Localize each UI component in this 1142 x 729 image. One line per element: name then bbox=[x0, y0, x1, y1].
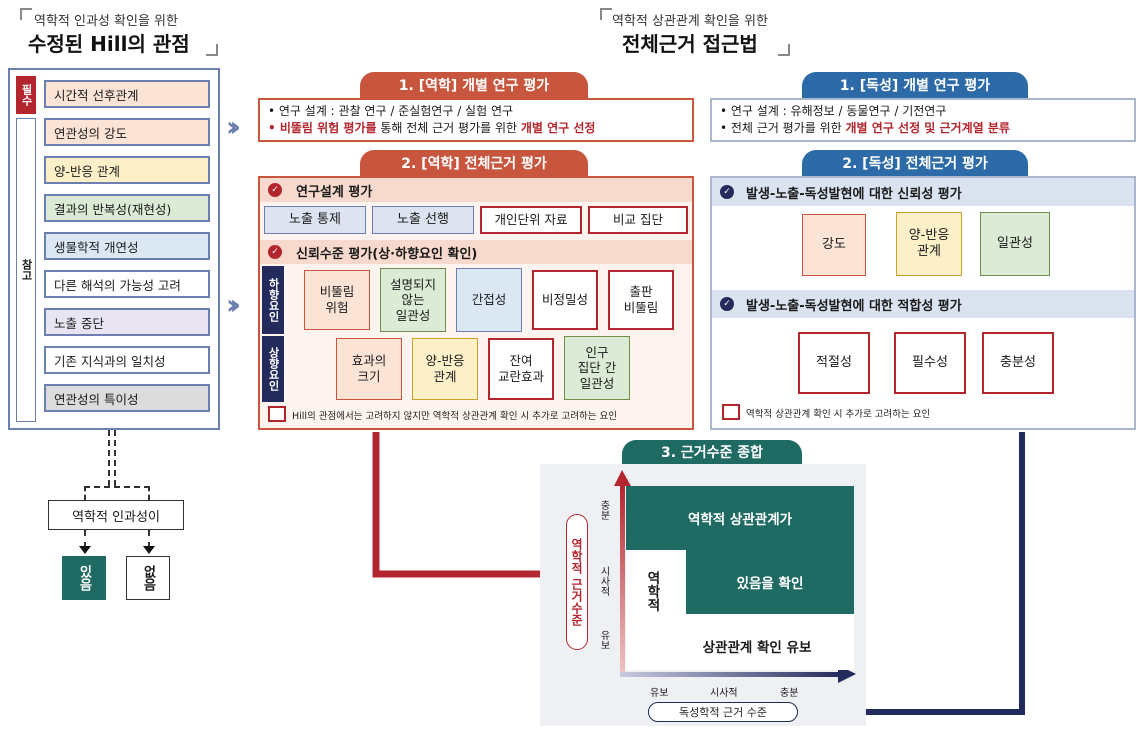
synthesis-y-label: 역학적 근거수준 bbox=[566, 514, 588, 650]
tox-footnote: 역학적 상관관계 확인 시 추가로 고려하는 요인 bbox=[746, 409, 931, 420]
confidence-title-bar: ✓ 신뢰수준 평가(상·하향요인 확인) bbox=[260, 240, 692, 264]
down-item-publication-bias: 출판 비뚤림 bbox=[608, 270, 674, 330]
causality-yes: 있음 bbox=[62, 556, 106, 600]
reliability-title-bar: ✓ 발생-노출-독성발현에 대한 신뢰성 평가 bbox=[712, 178, 1134, 206]
y-tick-suggestive: 시사적 bbox=[598, 566, 609, 596]
fitness-title: 발생-노출-독성발현에 대한 적합성 평가 bbox=[746, 298, 962, 314]
matrix-mid: 있음을 확인 bbox=[686, 550, 854, 614]
epi-individual-line1: • 연구 설계 : 관찰 연구 / 준실험연구 / 실험 연구 bbox=[268, 104, 514, 118]
synthesis-tab: 3. 근거수준 종합 bbox=[622, 440, 802, 464]
epi-individual-tab: 1. [역학] 개별 연구 평가 bbox=[360, 72, 588, 98]
causality-box: 역학적 인과성이 bbox=[48, 500, 184, 530]
left-header-small: 역학적 인과성 확인을 위한 bbox=[34, 14, 178, 29]
causality-no: 없음 bbox=[126, 556, 170, 600]
tox-item-consistency: 일관성 bbox=[980, 212, 1050, 276]
dashed-connector-a bbox=[108, 430, 110, 486]
hill-item-cessation: 노출 중단 bbox=[44, 308, 210, 336]
hill-item-coherence: 기존 지식과의 일치성 bbox=[44, 346, 210, 374]
matrix-bottom: 상관관계 확인 유보 bbox=[702, 640, 812, 656]
epi-individual-line2: • 비뚤림 위험 평가를 통해 전체 근거 평가를 위한 개별 연구 선정 bbox=[268, 121, 596, 136]
tox-individual-line2: • 전체 근거 평가를 위한 개별 연구 선정 및 근거계열 분류 bbox=[720, 121, 1010, 136]
mid-header-small: 역학적 상관관계 확인을 위한 bbox=[612, 14, 768, 29]
reference-label: 참고 bbox=[16, 118, 36, 422]
x-tick-reserved: 유보 bbox=[650, 688, 669, 699]
y-axis-bar bbox=[620, 484, 625, 676]
dashed-connector-b bbox=[114, 430, 116, 486]
tox-footnote-marker bbox=[722, 404, 740, 420]
tox-individual-box: • 연구 설계 : 유해정보 / 동물연구 / 기전연구 • 전체 근거 평가를… bbox=[710, 98, 1136, 142]
tox-item-strength: 강도 bbox=[802, 214, 866, 276]
fitness-title-bar: ✓ 발생-노출-독성발현에 대한 적합성 평가 bbox=[712, 290, 1134, 318]
tox-total-tab: 2. [독성] 전체근거 평가 bbox=[802, 150, 1028, 176]
left-header-title: 수정된 Hill의 관점 bbox=[28, 32, 190, 56]
design-item-comparison-group: 비교 집단 bbox=[588, 206, 688, 234]
hill-panel bbox=[8, 68, 220, 430]
tox-to-synthesis-arrow bbox=[824, 432, 1025, 715]
mid-header-bracket-bottom bbox=[778, 44, 790, 56]
down-item-imprecision: 비정밀성 bbox=[532, 270, 598, 330]
dashed-connector-h bbox=[84, 486, 150, 488]
check-icon: ✓ bbox=[720, 185, 734, 199]
no-arrow-line bbox=[148, 530, 150, 548]
epi-to-synthesis-arrow bbox=[372, 432, 584, 578]
epi-individual-box: • 연구 설계 : 관찰 연구 / 준실험연구 / 실험 연구 • 비뚤림 위험… bbox=[258, 98, 694, 142]
synthesis-x-label: 독성학적 근거 수준 bbox=[648, 702, 798, 722]
matrix-left: 역학적 bbox=[644, 570, 660, 612]
check-icon: ✓ bbox=[720, 297, 734, 311]
hill-item-alternatives: 다른 해석의 가능성 고려 bbox=[44, 270, 210, 298]
left-header-bracket-top bbox=[20, 8, 32, 20]
design-item-exposure-precedence: 노출 선행 bbox=[372, 206, 474, 234]
tox-item-adequacy: 적절성 bbox=[798, 332, 870, 394]
reliability-title: 발생-노출-독성발현에 대한 신뢰성 평가 bbox=[746, 186, 962, 202]
down-item-risk-of-bias: 비뚤림 위험 bbox=[304, 270, 370, 330]
yes-arrow-line bbox=[84, 530, 86, 548]
left-header-bracket-bottom bbox=[206, 44, 218, 56]
down-factor-label: 하향요인 bbox=[262, 266, 284, 334]
up-factor-label: 상향요인 bbox=[262, 336, 284, 402]
epi-footnote-marker bbox=[268, 406, 286, 422]
mid-header-bracket-top bbox=[600, 8, 612, 20]
hill-item-strength: 연관성의 강도 bbox=[44, 118, 210, 146]
dashed-connector-l bbox=[84, 486, 86, 500]
x-tick-sufficient: 충분 bbox=[780, 688, 799, 699]
tox-individual-line1: • 연구 설계 : 유해정보 / 동물연구 / 기전연구 bbox=[720, 104, 947, 118]
mid-header-title: 전체근거 접근법 bbox=[622, 32, 758, 56]
up-item-effect-size: 효과의 크기 bbox=[336, 338, 402, 400]
hill-item-dose-response: 양-반응 관계 bbox=[44, 156, 210, 184]
design-item-individual-data: 개인단위 자료 bbox=[480, 206, 582, 234]
dashed-connector-r bbox=[148, 486, 150, 500]
required-label: 필수 bbox=[16, 76, 36, 114]
check-icon: ✓ bbox=[268, 245, 282, 259]
y-tick-reserved: 유보 bbox=[598, 630, 609, 650]
hill-item-plausibility: 생물학적 개연성 bbox=[44, 232, 210, 260]
up-item-population-consistency: 인구 집단 간 일관성 bbox=[564, 336, 630, 400]
up-item-residual-confounding: 잔여 교란효과 bbox=[488, 338, 554, 400]
tox-item-sufficiency: 충분성 bbox=[982, 332, 1054, 394]
x-tick-suggestive: 시사적 bbox=[710, 688, 738, 699]
tox-item-necessity: 필수성 bbox=[894, 332, 966, 394]
design-item-exposure-control: 노출 통제 bbox=[264, 206, 366, 234]
confidence-title: 신뢰수준 평가(상·하향요인 확인) bbox=[296, 246, 478, 262]
hill-item-specificity: 연관성의 특이성 bbox=[44, 384, 210, 412]
no-arrow-head bbox=[143, 546, 155, 554]
check-icon: ✓ bbox=[268, 183, 282, 197]
design-title: 연구설계 평가 bbox=[296, 184, 373, 200]
hill-item-temporality: 시간적 선후관계 bbox=[44, 80, 210, 108]
tox-item-dose-response: 양-반응 관계 bbox=[896, 212, 962, 276]
epi-footnote: Hill의 관점에서는 고려하지 않지만 역학적 상관관계 확인 시 추가로 고… bbox=[292, 411, 617, 422]
hill-item-consistency: 결과의 반복성(재현성) bbox=[44, 194, 210, 222]
x-axis-bar bbox=[620, 672, 842, 677]
yes-arrow-head bbox=[79, 546, 91, 554]
matrix-top: 역학적 상관관계가 bbox=[626, 486, 854, 550]
epi-total-tab: 2. [역학] 전체근거 평가 bbox=[360, 150, 588, 176]
design-title-bar: ✓ 연구설계 평가 bbox=[260, 178, 692, 202]
y-tick-sufficient: 충분 bbox=[598, 500, 609, 520]
up-item-dose-response: 양-반응 관계 bbox=[412, 338, 478, 400]
tox-individual-tab: 1. [독성] 개별 연구 평가 bbox=[802, 72, 1028, 98]
down-item-inconsistency: 설명되지 않는 일관성 bbox=[380, 268, 446, 332]
y-axis-arrowhead bbox=[614, 470, 631, 486]
down-item-indirectness: 간접성 bbox=[456, 268, 522, 332]
